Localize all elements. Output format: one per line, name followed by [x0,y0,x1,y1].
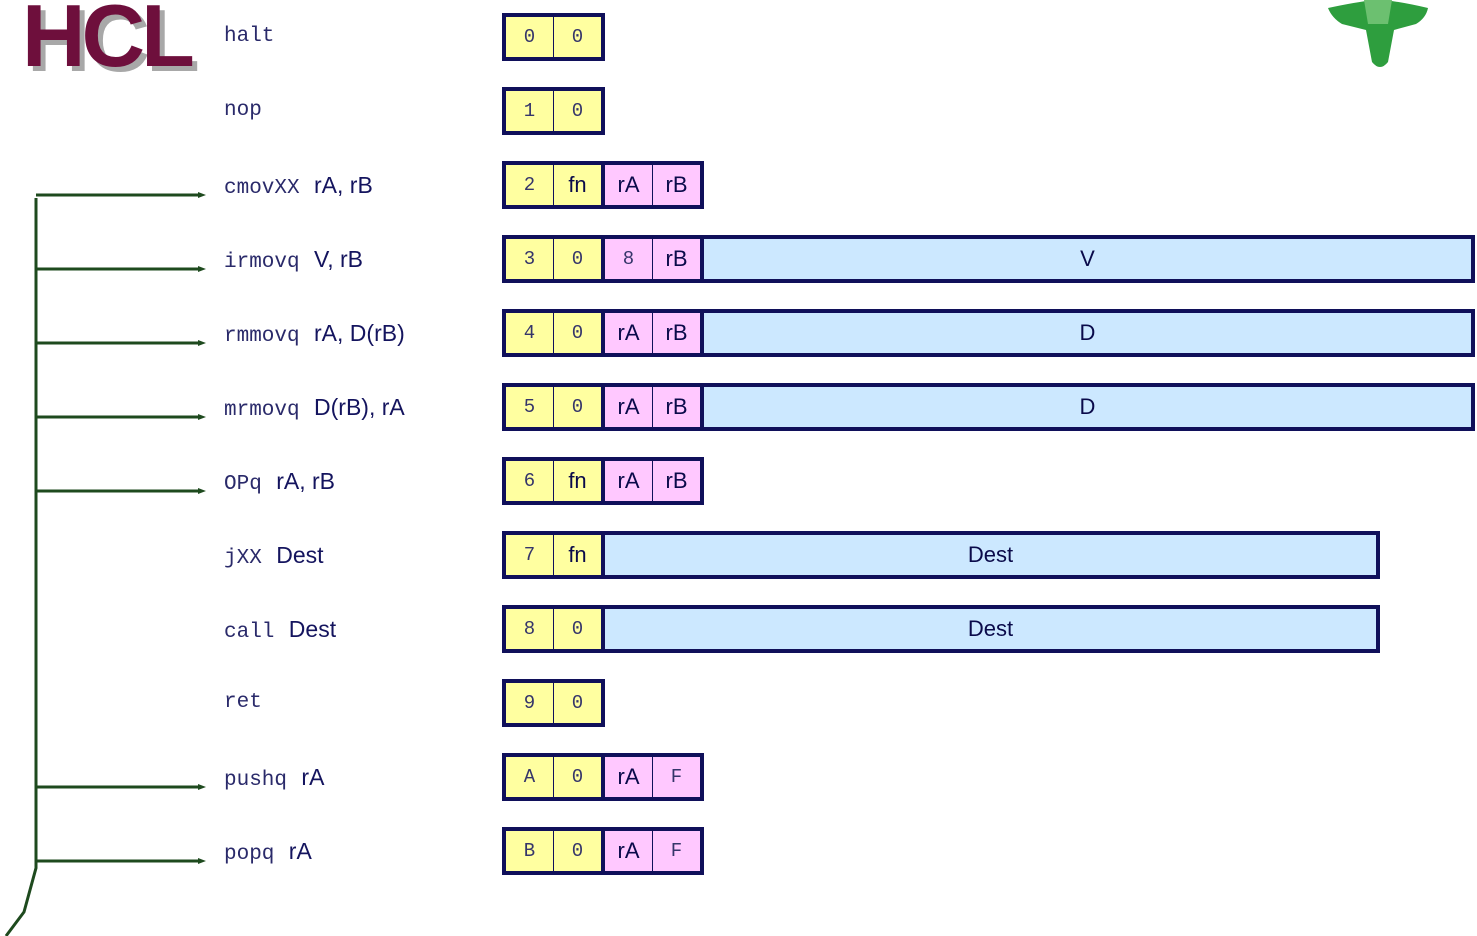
byte-field-rb: rB [653,461,700,501]
byte-field-0: 0 [554,683,601,723]
bus-arrowhead-cmovxx [198,192,206,198]
instruction-label-pushq: pushq rA [224,762,324,792]
byte-field-a: A [506,757,553,797]
byte-field-0: 0 [554,387,601,427]
byte-field-4: 4 [506,313,553,353]
byte-field-ra: rA [605,387,652,427]
byte-field-1: 1 [506,91,553,131]
byte-field-9: 9 [506,683,553,723]
instruction-opcode: mrmovq [224,399,300,422]
bus-arrowhead-rmmovq [198,340,206,346]
byte-field-0: 0 [554,313,601,353]
instruction-operands: V, rB [307,246,364,272]
byte-field-0: 0 [554,831,601,871]
instruction-label-nop: nop [224,96,262,126]
byte-field-dest: Dest [605,609,1376,649]
instruction-operands: D(rB), rA [307,394,405,420]
instruction-label-cmovxx: cmovXX rA, rB [224,170,373,200]
instruction-opcode: irmovq [224,251,300,274]
instruction-label-rmmovq: rmmovq rA, D(rB) [224,318,405,348]
byte-field-8: 8 [506,609,553,649]
instruction-opcode: rmmovq [224,325,300,348]
byte-field-d: D [704,387,1471,427]
instruction-operands: rA, D(rB) [307,320,405,346]
byte-field-fn: fn [554,165,601,205]
instruction-label-opq: OPq rA, rB [224,466,335,496]
bus-arrowhead-pushq [198,784,206,790]
byte-field-0: 0 [554,757,601,797]
byte-field-ra: rA [605,831,652,871]
byte-field-ra: rA [605,461,652,501]
instruction-opcode: jXX [224,547,262,570]
instruction-operands: Dest [269,542,324,568]
instruction-label-mrmovq: mrmovq D(rB), rA [224,392,405,422]
byte-field-7: 7 [506,535,553,575]
byte-field-f: F [653,831,700,871]
byte-field-ra: rA [605,757,652,797]
byte-field-3: 3 [506,239,553,279]
byte-field-b: B [506,831,553,871]
instruction-operands: Dest [282,616,337,642]
instruction-label-ret: ret [224,688,262,718]
instruction-operands: rA, rB [307,172,373,198]
instruction-opcode: ret [224,691,262,714]
instruction-opcode: cmovXX [224,177,300,200]
instruction-label-call: call Dest [224,614,336,644]
byte-field-0: 0 [506,17,553,57]
byte-field-rb: rB [653,165,700,205]
byte-field-rb: rB [653,239,700,279]
byte-field-8: 8 [605,239,652,279]
bus-arrowhead-irmovq [198,266,206,272]
instruction-bus-lines [4,192,206,936]
byte-field-dest: Dest [605,535,1376,575]
byte-field-d: D [704,313,1471,353]
byte-field-ra: rA [605,165,652,205]
byte-field-fn: fn [554,461,601,501]
byte-field-f: F [653,757,700,797]
instruction-operands: rA, rB [269,468,335,494]
instruction-opcode: OPq [224,473,262,496]
instruction-label-halt: halt [224,22,274,52]
instruction-operands: rA [295,764,325,790]
instruction-label-jxx: jXX Dest [224,540,324,570]
byte-field-6: 6 [506,461,553,501]
instruction-operands: rA [282,838,312,864]
byte-field-0: 0 [554,239,601,279]
byte-field-0: 0 [554,91,601,131]
instruction-label-popq: popq rA [224,836,312,866]
instruction-opcode: popq [224,843,275,866]
byte-field-2: 2 [506,165,553,205]
instruction-opcode: pushq [224,769,288,792]
byte-field-v: V [704,239,1471,279]
bus-arrowhead-opq [198,488,206,494]
byte-field-rb: rB [653,387,700,427]
bird-logo-icon [1328,0,1428,67]
instruction-label-irmovq: irmovq V, rB [224,244,363,274]
bus-arrowhead-mrmovq [198,414,206,420]
byte-field-5: 5 [506,387,553,427]
instruction-opcode: call [224,621,275,644]
page-title: HCL [22,0,195,85]
instruction-opcode: halt [224,25,275,48]
byte-field-fn: fn [554,535,601,575]
byte-field-ra: rA [605,313,652,353]
byte-field-0: 0 [554,17,601,57]
bus-arrowhead-popq [198,858,206,864]
instruction-opcode: nop [224,99,262,122]
byte-field-rb: rB [653,313,700,353]
byte-field-0: 0 [554,609,601,649]
